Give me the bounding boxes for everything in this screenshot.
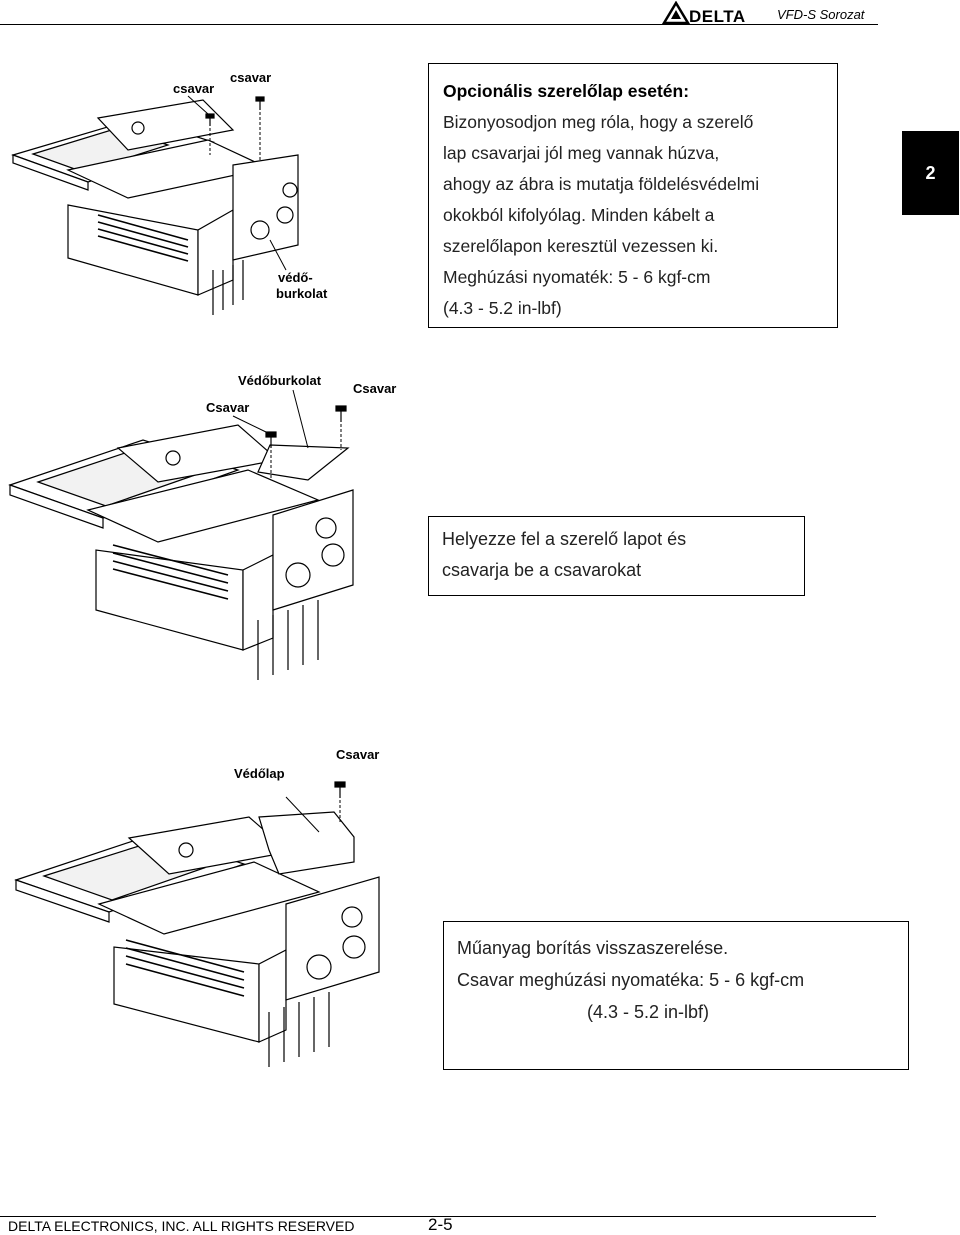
figure-1-drive-illustration: csavar csavar védő- burkolat bbox=[11, 70, 328, 315]
delta-logo-icon: DELTA bbox=[661, 0, 746, 26]
label-screw-right: Csavar bbox=[353, 381, 396, 396]
series-title: VFD-S Sorozat bbox=[777, 7, 865, 22]
chapter-tab: 2 bbox=[902, 131, 959, 215]
note-box-install-plate: Helyezze fel a szerelő lapot és csavarja… bbox=[428, 516, 805, 596]
note-line: Műanyag borítás visszaszerelése. bbox=[457, 938, 729, 958]
footer-copyright: DELTA ELECTRONICS, INC. ALL RIGHTS RESER… bbox=[8, 1218, 355, 1234]
note-box-mounting-plate: Opcionális szerelőlap esetén: Bizonyosod… bbox=[428, 63, 838, 328]
label-plate: Védőlap bbox=[234, 766, 285, 781]
label-cover-line1: védő- bbox=[278, 270, 313, 285]
note-line: ahogy az ábra is mutatja földelésvédelmi bbox=[443, 174, 760, 194]
figure-2-drive-illustration: Védőburkolat Csavar Csavar bbox=[8, 373, 396, 680]
note-line: (4.3 - 5.2 in-lbf) bbox=[587, 1002, 710, 1022]
brand-name: DELTA bbox=[689, 7, 746, 25]
label-cover: Védőburkolat bbox=[238, 373, 322, 388]
note-line: Csavar meghúzási nyomatéka: 5 - 6 kgf-cm bbox=[457, 970, 805, 990]
note-line: Meghúzási nyomaték: 5 - 6 kgf-cm bbox=[443, 267, 711, 287]
page-number: 2-5 bbox=[428, 1215, 453, 1234]
header-rule bbox=[0, 24, 878, 25]
label-screw-right: csavar bbox=[230, 70, 271, 85]
note-line: okokból kifolyólag. Minden kábelt a bbox=[443, 205, 715, 225]
figure-3-drive-illustration: Védőlap Csavar bbox=[14, 747, 380, 1067]
note-line: lap csavarjai jól meg vannak húzva, bbox=[443, 143, 720, 163]
label-cover-line2: burkolat bbox=[276, 286, 328, 301]
note-line: Helyezze fel a szerelő lapot és bbox=[442, 529, 687, 549]
note-line: szerelőlapon keresztül vezessen ki. bbox=[443, 236, 719, 256]
note-line: csavarja be a csavarokat bbox=[442, 560, 642, 580]
note-title: Opcionális szerelőlap esetén: bbox=[443, 81, 690, 101]
note-line: (4.3 - 5.2 in-lbf) bbox=[443, 298, 562, 318]
footer-rule bbox=[0, 1216, 876, 1217]
note-line: Bizonyosodjon meg róla, hogy a szerelő bbox=[443, 112, 754, 132]
label-screw-left: Csavar bbox=[206, 400, 249, 415]
label-screw: Csavar bbox=[336, 747, 379, 762]
label-screw-left: csavar bbox=[173, 81, 214, 96]
delta-logo: DELTA bbox=[661, 0, 762, 26]
note-box-refit-cover: Műanyag borítás visszaszerelése. Csavar … bbox=[443, 921, 909, 1070]
